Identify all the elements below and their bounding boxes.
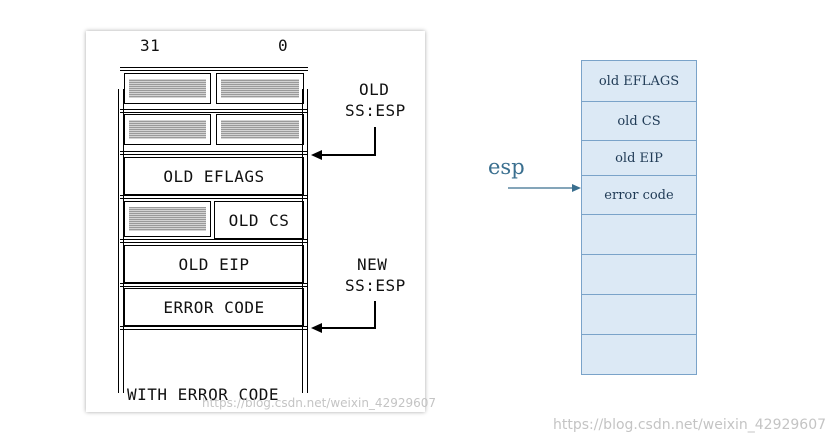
stack-right-border [302,89,308,393]
row-divider [120,67,308,71]
stack-cell [582,335,696,374]
stack-cell: old CS [582,102,696,141]
pointer-arrows [311,127,376,333]
new-ssesp-arrow [318,301,376,329]
reserved-hatch-2b [216,114,304,145]
old-ssesp-arrowhead [311,150,322,160]
new-ssesp-label-2: SS:ESP [345,276,406,295]
reserved-hatch-1a [124,73,211,104]
old-eflags-cell: OLD EFLAGS [124,157,304,195]
old-ssesp-label-2: SS:ESP [345,101,406,120]
bit-0-label: 0 [278,36,289,55]
stack-frame-figure: 31 0 OLD EFLAGS OLD CS OLD EIP ERROR COD… [86,31,436,412]
kernel-stack: old EFLAGS old CS old EIP error code [581,60,697,375]
old-ssesp-label-1: OLD [359,80,390,99]
row-divider [120,109,308,113]
row-divider [120,195,308,199]
stack-cell [582,215,696,255]
row-divider [120,239,308,243]
old-cs-cell: OLD CS [214,201,304,239]
row-divider [120,151,308,155]
old-eip-cell: OLD EIP [124,245,304,283]
old-ssesp-arrow [318,127,376,156]
stack-cell: old EIP [582,141,696,176]
figure-watermark: https://blog.csdn.net/weixin_42929607 [202,396,437,410]
stack-cell [582,255,696,295]
page-watermark: https://blog.csdn.net/weixin_42929607 [553,417,827,433]
stack-cell: error code [582,176,696,215]
reserved-hatch-3 [124,201,211,237]
row-divider [120,326,308,330]
reserved-hatch-2a [124,114,211,145]
figure-caption: WITH ERROR CODE [127,385,279,404]
stack-left-border [118,89,124,393]
stack-cell [582,295,696,335]
error-code-cell: ERROR CODE [124,288,304,326]
esp-label: esp [488,155,525,179]
new-ssesp-arrowhead [311,323,322,333]
new-ssesp-label-1: NEW [357,255,388,274]
row-divider [120,283,308,287]
reserved-hatch-1b [216,73,304,104]
stack-cell: old EFLAGS [582,61,696,102]
esp-arrow [508,184,581,192]
bit-31-label: 31 [140,36,161,55]
